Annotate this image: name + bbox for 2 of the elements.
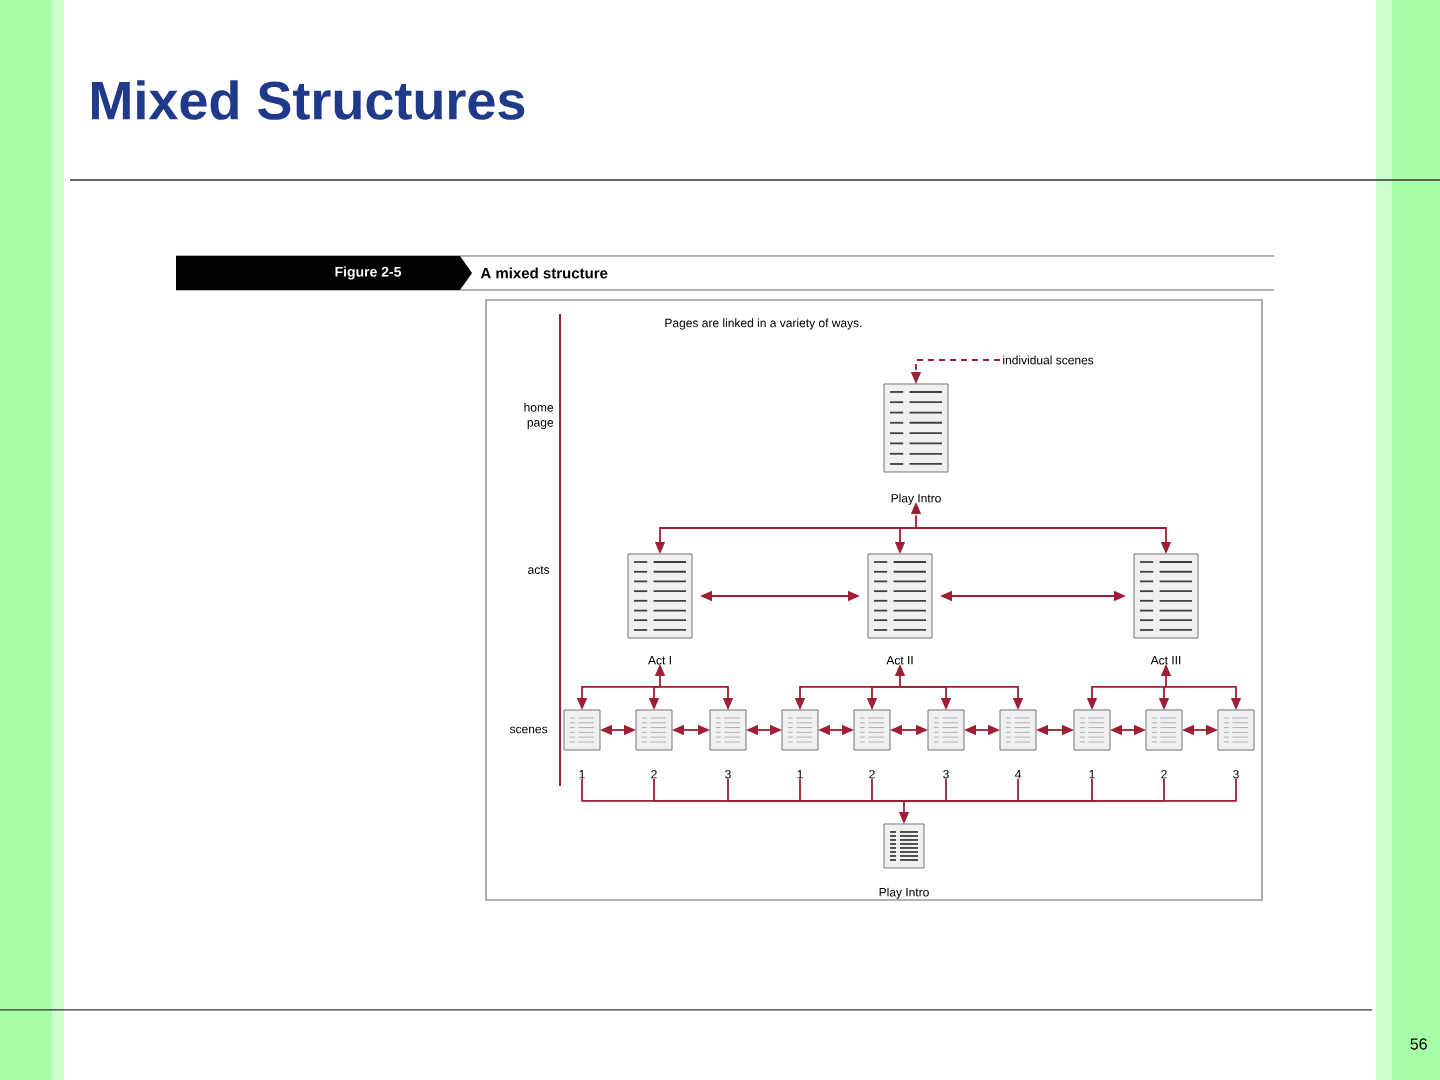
slide-title: Mixed Structures — [92, 80, 525, 120]
page-number: 56 — [1410, 1038, 1427, 1050]
